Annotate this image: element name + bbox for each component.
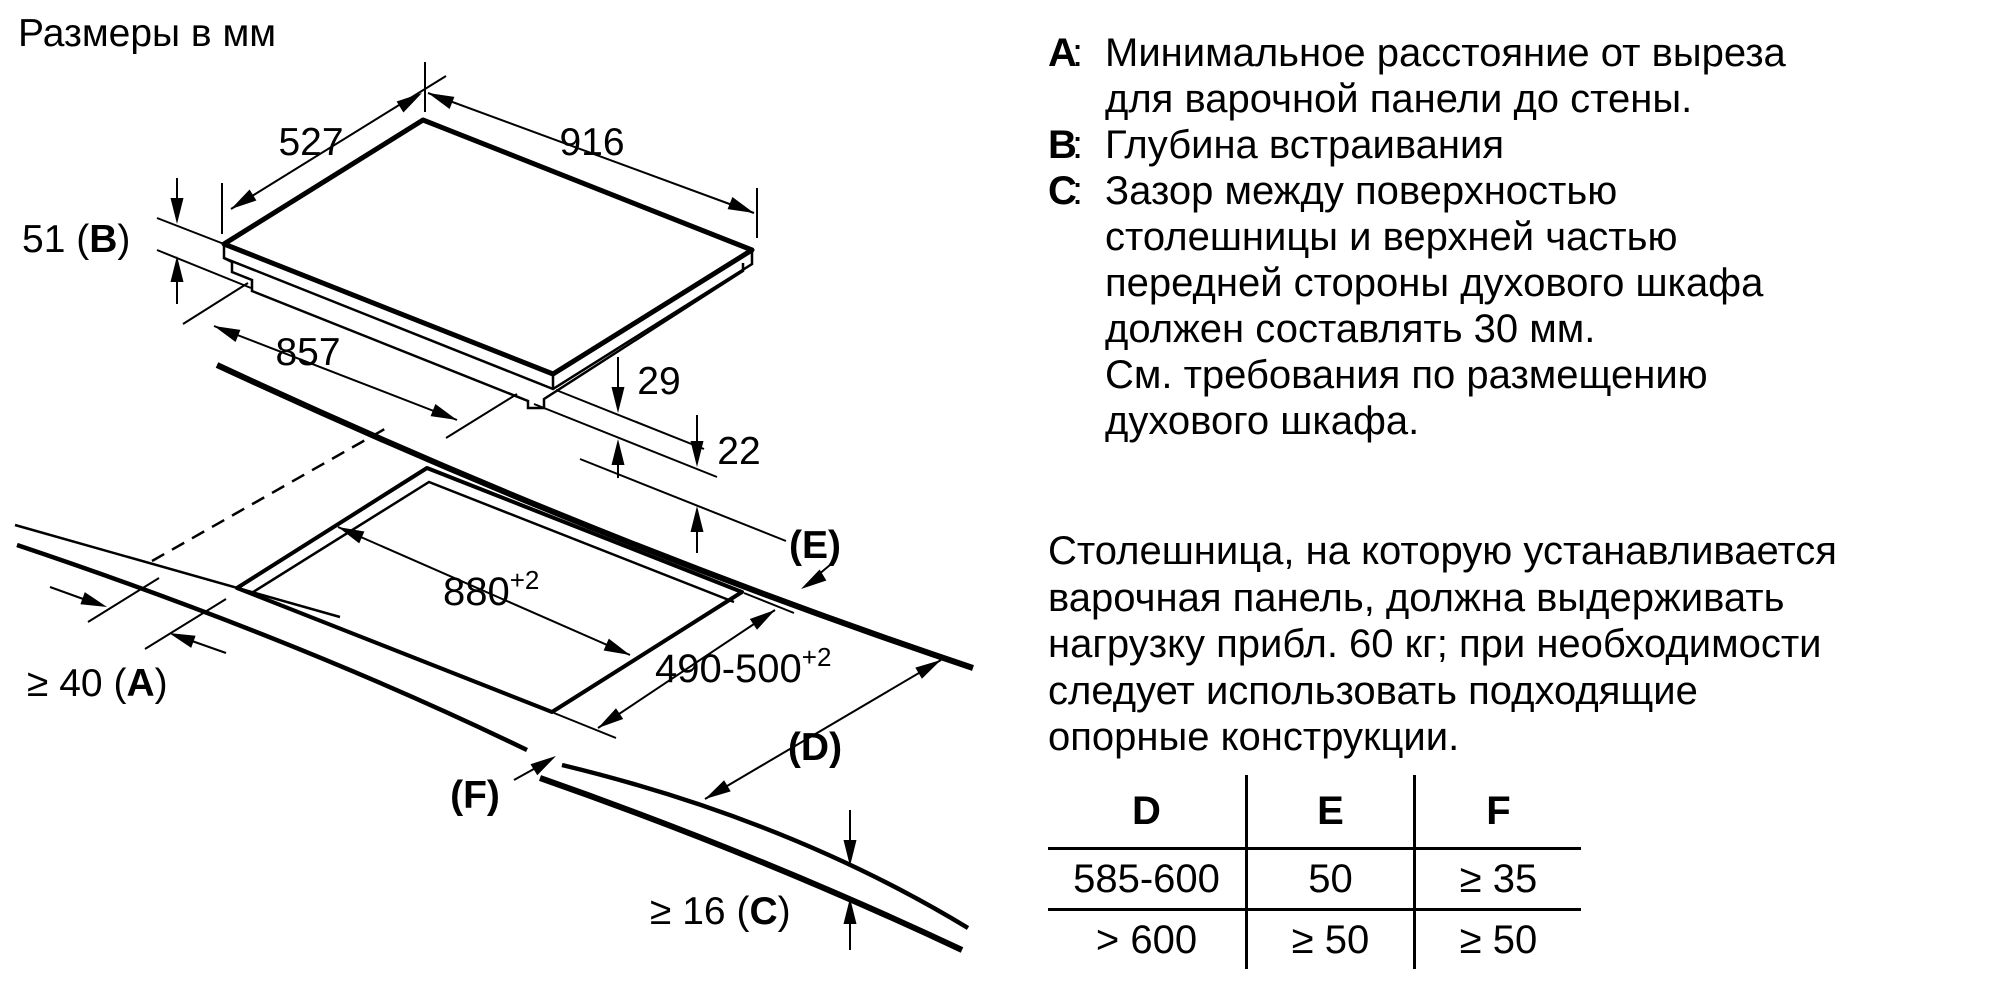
legend-separator: : [1072,169,1084,213]
dim-916-label: 916 [559,121,624,164]
load-note-paragraph: Столешница, на которую устанавливается в… [1048,528,1998,761]
table-header-F: F [1414,775,1581,850]
table-row: > 600 ≥ 50 ≥ 50 [1048,909,1581,969]
table-row: 585-600 50 ≥ 35 [1048,848,1581,911]
dim-29: 29 [533,357,718,478]
legend-line: Зазор между поверхностью [1105,169,1618,213]
table-cell: 585-600 [1048,848,1248,911]
label-F: (F) [450,756,556,817]
countertop-front-top-edge [14,523,341,619]
cooktop-base [223,256,745,410]
table-header-row: D E F [1048,775,1581,850]
countertop-front-lower-edge [539,775,964,953]
paragraph-line: следует использовать подходящие [1048,668,1698,713]
table-cell: 50 [1246,848,1416,911]
table-cell: ≥ 35 [1414,848,1581,911]
installation-diagram: Размеры в мм 527 [14,12,974,953]
countertop [14,362,974,953]
legend-letter-A: A [1048,31,1077,75]
dim-22-label: 22 [717,430,760,473]
paragraph-line: Столешница, на которую устанавливается [1048,529,1837,573]
table-cell: ≥ 50 [1459,917,1538,962]
table-cell: ≥ 50 [1246,909,1416,969]
paragraph-line: варочная панель, должна выдерживать [1048,575,1785,620]
dim-C-label: ≥ 16 (C) [650,890,791,933]
dim-22: 22 [579,415,787,553]
def-dimensions-table: D E F 585-600 50 ≥ 35 > 600 ≥ 50 ≥ 50 [1048,775,1581,969]
legend-letter-C: C [1048,169,1077,213]
legend-line: духового шкафа. [1105,399,1420,443]
cutout-inner-edge [249,480,735,604]
dim-29-label: 29 [637,360,680,403]
label-E: (E) [789,524,841,589]
legend-line: столешницы и верхней частью [1105,215,1678,259]
dim-857: 857 [182,282,518,439]
table-cell: > 600 [1048,909,1248,969]
countertop-front-upper-edge [16,542,970,930]
table-header-E: E [1246,775,1416,850]
legend-separator: : [1072,31,1084,75]
legend-item-C: C: Зазор между поверхностью столешницы и… [1048,168,1998,444]
legend-line: Минимальное расстояние от выреза [1105,31,1786,75]
label-D: (D) [704,659,942,800]
dim-527: 527 [221,62,447,234]
label-F-text: (F) [450,774,500,817]
dim-51-B: 51 (B) [22,178,252,304]
legend-line: передней стороны духового шкафа [1105,261,1764,305]
cooktop-panel [221,117,755,410]
dim-916: 916 [427,92,758,238]
label-D-text: (D) [788,726,842,769]
legend-item-B: B: Глубина встраивания [1048,122,1998,168]
dim-857-label: 857 [275,331,340,374]
legend-line: должен составлять 30 мм. [1105,307,1596,351]
label-E-text: (E) [789,524,841,567]
countertop-back-edge [215,362,974,671]
dim-490-500: 490-500+2 [553,592,831,739]
legend-separator: : [1072,123,1084,167]
cutout-outline [235,466,744,714]
legend-line: для варочной панели до стены. [1105,77,1693,121]
paragraph-line: опорные конструкции. [1048,715,1460,759]
legend-item-A: A: Минимальное расстояние от выреза для … [1048,30,1998,122]
dim-A: ≥ 40 (A) [27,577,227,705]
paragraph-line: нагрузку прибл. 60 кг; при необходимости [1048,622,1822,666]
legend-line: Глубина встраивания [1105,123,1505,167]
legend-letter-B: B [1048,123,1077,167]
hidden-edge-dashed-line [151,424,391,563]
dim-51-label: 51 (B) [22,218,130,261]
legend: A: Минимальное расстояние от выреза для … [1048,30,1998,444]
dim-527-label: 527 [278,121,343,164]
dim-880: 880+2 [337,526,631,656]
legend-line: См. требования по размещению [1105,353,1708,397]
table-header-D: D [1048,775,1248,850]
dim-A-label: ≥ 40 (A) [27,662,168,705]
worktop-cutout [235,466,744,714]
dim-490-500-label: 490-500+2 [655,642,831,691]
diagram-title: Размеры в мм [18,12,276,55]
dim-880-label: 880+2 [443,565,539,614]
dim-C: ≥ 16 (C) [650,810,857,950]
cooktop-glass-side [222,244,754,391]
